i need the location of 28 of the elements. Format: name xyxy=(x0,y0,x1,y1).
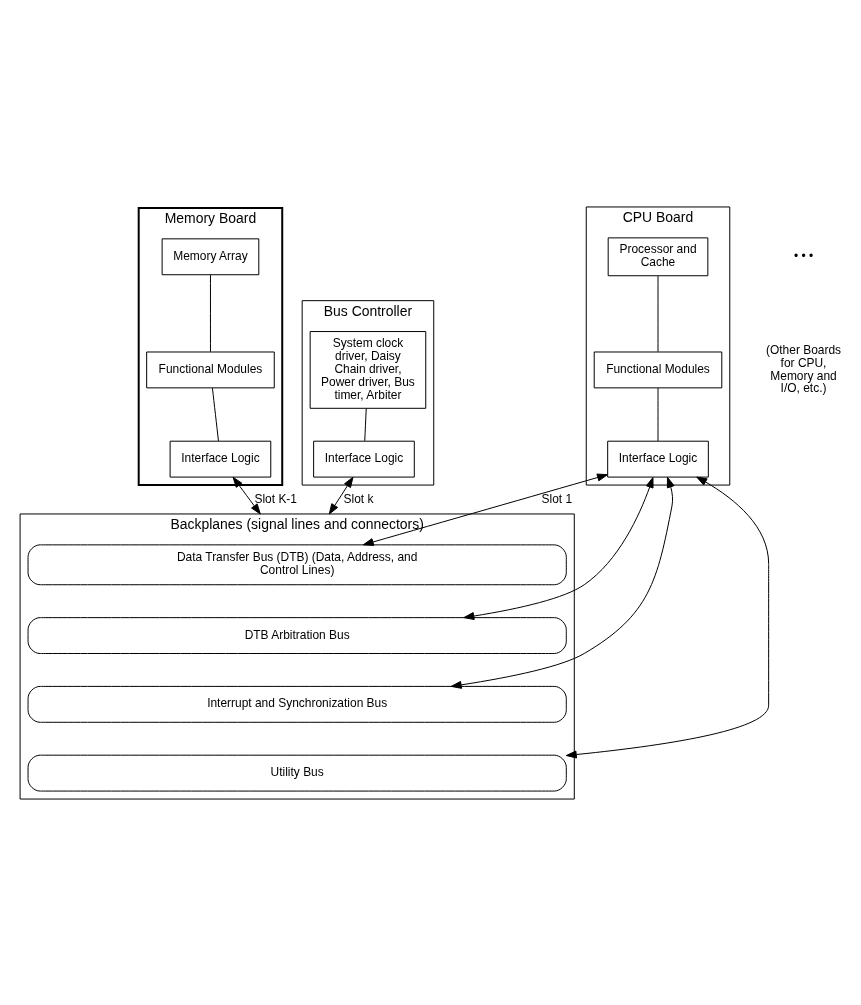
arrow xyxy=(565,476,770,758)
node-box: Memory Array xyxy=(161,237,260,275)
node-box: Processor and Cache xyxy=(607,236,709,276)
connector xyxy=(209,274,211,352)
node-box: DTB Arbitration Bus xyxy=(27,616,567,654)
arrow xyxy=(450,476,675,689)
arrow xyxy=(463,476,654,620)
node-box: Interface Logic xyxy=(313,440,415,478)
node-box: Functional Modules xyxy=(593,351,723,388)
node-box: Interface Logic xyxy=(169,440,272,478)
node-box: Utility Bus xyxy=(27,754,567,792)
arrow xyxy=(232,476,261,514)
arrow xyxy=(362,473,608,546)
edge-label: Slot k xyxy=(343,491,374,506)
edge-label: Slot K-1 xyxy=(254,491,298,506)
node-box: System clock driver, Daisy Chain driver, Power driver, Bus timer, Arbiter xyxy=(309,330,427,409)
node-box: Interrupt and Synchronization Bus xyxy=(27,685,567,723)
label: • • • xyxy=(793,248,814,263)
connector xyxy=(657,275,659,352)
edge-label: Slot 1 xyxy=(541,491,573,506)
node-box: Data Transfer Bus (DTB) (Data, Address, and Control Lines) xyxy=(27,543,567,585)
label: (Other Boards for CPU, Memory and I/O, etc.) xyxy=(766,342,842,395)
arrow xyxy=(328,476,354,514)
connector xyxy=(657,387,659,441)
connector xyxy=(364,407,367,441)
node-box: Functional Modules xyxy=(146,351,275,388)
node-box: Interface Logic xyxy=(607,440,709,478)
connector xyxy=(211,387,219,441)
